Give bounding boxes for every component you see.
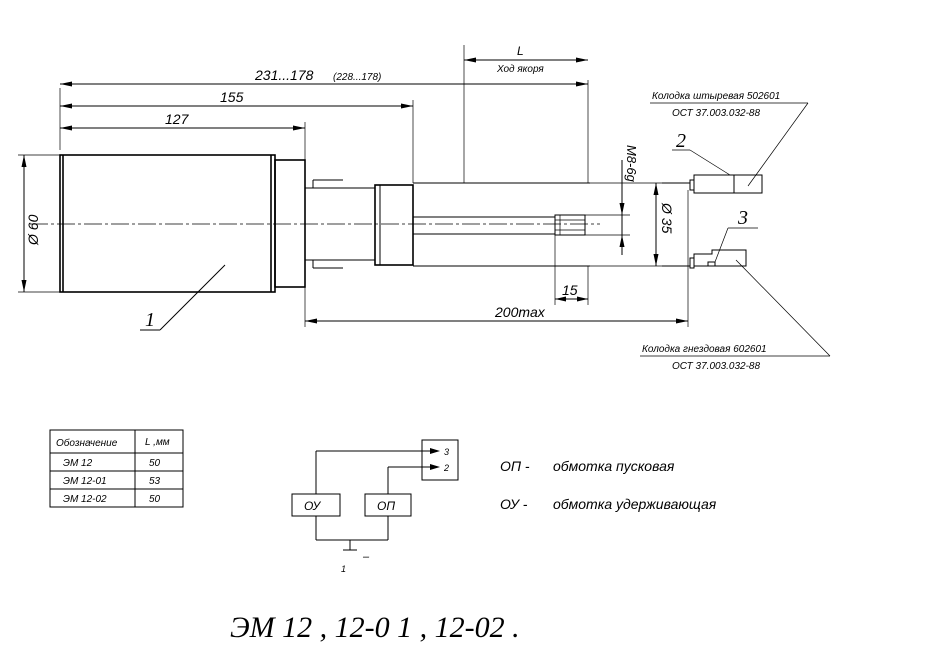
dim-diam60: Ø 60 [18,154,60,293]
socket-connector: 3 Колодка гнездовая 602601 ОСТ 37.003.03… [640,207,831,372]
dim-15: 15 [554,235,589,305]
dim-200: 200max [304,190,689,327]
callout-item1: 1 [140,264,226,331]
legend: ОП - обмотка пусковая ОУ - обмотка удерж… [500,458,717,512]
legend-op-abbr: ОП - [500,458,530,474]
dim-diam60-label: Ø 60 [25,214,41,246]
wiring-schematic: 3 2 ОУ ОП 1 – [291,439,459,574]
terminal-2-label: 2 [443,463,449,473]
ground-minus-label: – [362,551,370,563]
callout-item2-label: 2 [676,130,686,152]
callout-item3-label: 3 [737,207,748,229]
dim-overall-alt-label: (228...178) [333,72,381,83]
legend-ou-abbr: ОУ - [500,496,528,512]
plug-connector: 2 Колодка штыревая 502601 ОСТ 37.003.032… [650,91,809,194]
dim-overall-label: 231...178 [254,67,314,83]
solenoid-body [59,154,414,293]
table-header-designation: Обозначение [56,437,118,449]
dim-diam35-label: Ø 35 [659,202,675,234]
dim-15-label: 15 [562,282,578,298]
terminal-3-label: 3 [444,447,449,457]
table-row-1-value: 50 [149,458,161,469]
dim-L: L Ход якоря [463,44,588,183]
legend-op-text: обмотка пусковая [553,458,675,474]
table-row-3-name: ЭМ 12-02 [63,494,107,505]
table-row-3-value: 50 [149,494,161,505]
dim-127: 127 [60,111,306,160]
armature [413,182,590,267]
coil-op-label: ОП [377,499,395,513]
legend-ou-text: обмотка удерживающая [553,496,717,512]
coil-ou-label: ОУ [304,499,322,513]
variants-table: Обозначение L ,мм ЭМ 12 50 ЭМ 12-01 53 Э… [49,429,184,508]
callout-item1-label: 1 [145,309,155,331]
drawing-title: ЭМ 12 , 12-0 1 , 12-02 . [230,611,520,644]
socket-std-label: ОСТ 37.003.032-88 [672,361,760,372]
dim-diam35: Ø 35 [590,182,675,267]
dim-200-label: 200max [494,304,546,320]
dim-155: 155 [60,89,414,183]
dim-overall: 231...178 (228...178) [59,67,589,183]
plug-name-label: Колодка штыревая 502601 [652,91,780,102]
terminal-1-label: 1 [341,564,346,574]
plug-std-label: ОСТ 37.003.032-88 [672,108,760,119]
stroke-label: Ход якоря [496,64,544,75]
dim-thread-label: M8-6g [624,145,639,183]
dim-thread: M8-6g [585,145,639,255]
dim-L-label: L [517,44,524,58]
socket-name-label: Колодка гнездовая 602601 [642,344,767,355]
table-header-length: L ,мм [145,437,170,448]
table-row-1-name: ЭМ 12 [63,458,93,469]
table-row-2-name: ЭМ 12-01 [63,476,107,487]
dim-155-label: 155 [220,89,244,105]
table-row-2-value: 53 [149,476,161,487]
dim-127-label: 127 [165,111,190,127]
